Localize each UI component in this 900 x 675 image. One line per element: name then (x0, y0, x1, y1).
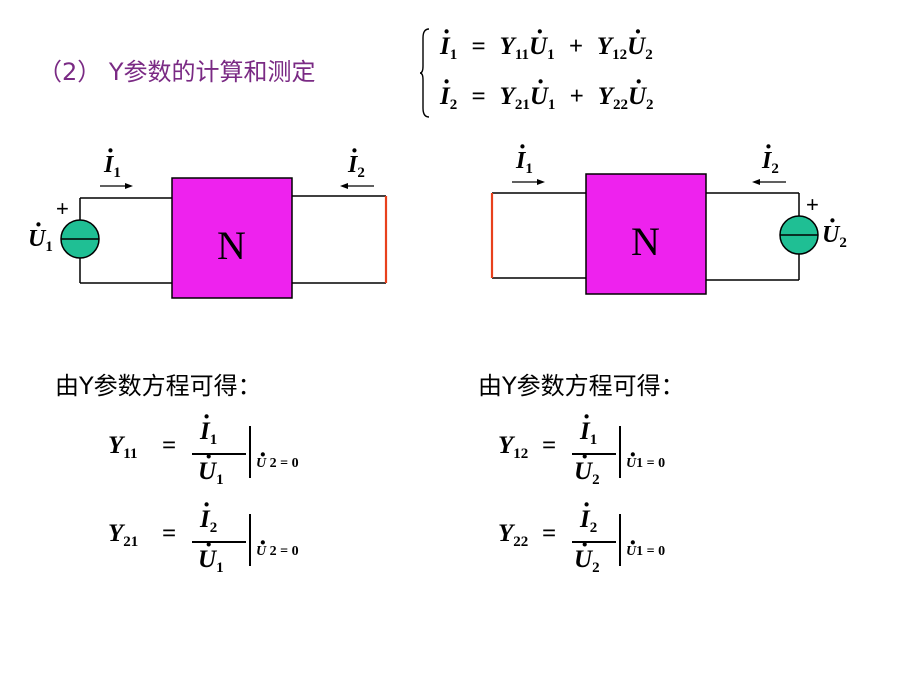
y22-numerator: I2 (580, 506, 597, 537)
y12-numerator: I1 (580, 418, 597, 449)
y21-condition: U 2 = 0 (256, 544, 299, 560)
left-i1-label: I1 (104, 152, 121, 182)
y22-condition: U1 = 0 (626, 544, 665, 560)
y21-fraction-bar (192, 541, 246, 543)
y22-eval-bar (619, 514, 621, 566)
y11-eq: = (162, 432, 177, 459)
y11-eval-bar (249, 426, 251, 478)
left-circuit (60, 177, 388, 299)
y12-lhs: Y12 (498, 432, 529, 462)
right-i2-label: I2 (762, 148, 779, 178)
y21-lhs: Y21 (108, 520, 139, 550)
y12-denominator: U2 (574, 458, 600, 489)
left-u1-label: U1 (28, 226, 53, 256)
equation-brace (420, 28, 430, 118)
derivation-heading-left: 由Y参数方程可得： (55, 372, 262, 400)
eq2-lhs: I (440, 83, 450, 111)
circuit-diagrams (60, 173, 819, 299)
y11-numerator: I1 (200, 418, 217, 449)
y11-lhs: Y11 (108, 432, 138, 462)
y21-numerator: I2 (200, 506, 217, 537)
left-network-block (171, 177, 293, 299)
y12-condition: U1 = 0 (626, 456, 665, 472)
left-i2-label: I2 (348, 152, 365, 182)
y11-denominator: U1 (198, 458, 224, 489)
right-network-label: N (631, 219, 660, 264)
y11-condition: U 2 = 0 (256, 456, 299, 472)
left-source-polarity: + (56, 196, 69, 221)
right-i1-arrow-head (537, 179, 545, 185)
y21-denominator: U1 (198, 546, 224, 577)
right-source-polarity: + (806, 192, 819, 217)
right-network-block (585, 173, 707, 295)
y12-fraction-bar (572, 453, 616, 455)
equation-row-1: I1 = Y11U1 + Y12U2 (440, 33, 653, 64)
y11-fraction-bar (192, 453, 246, 455)
y22-eq: = (542, 520, 557, 547)
derivation-heading-right: 由Y参数方程可得： (478, 372, 685, 400)
right-i2-arrow-head (752, 179, 760, 185)
y21-eval-bar (249, 514, 251, 566)
slide-title: （2） Y参数的计算和测定 (38, 58, 316, 86)
right-circuit (490, 173, 819, 295)
left-i2-arrow-head (340, 183, 348, 189)
left-i1-arrow-head (125, 183, 133, 189)
left-network-label: N (217, 223, 246, 268)
right-i1-label: I1 (516, 148, 533, 178)
equation-row-2: I2 = Y21U1 + Y22U2 (440, 83, 654, 114)
eq1-lhs: I (440, 33, 450, 61)
right-u2-label: U2 (822, 222, 847, 252)
y22-fraction-bar (572, 541, 616, 543)
y12-eval-bar (619, 426, 621, 478)
y22-denominator: U2 (574, 546, 600, 577)
y21-eq: = (162, 520, 177, 547)
y22-lhs: Y22 (498, 520, 529, 550)
y12-eq: = (542, 432, 557, 459)
